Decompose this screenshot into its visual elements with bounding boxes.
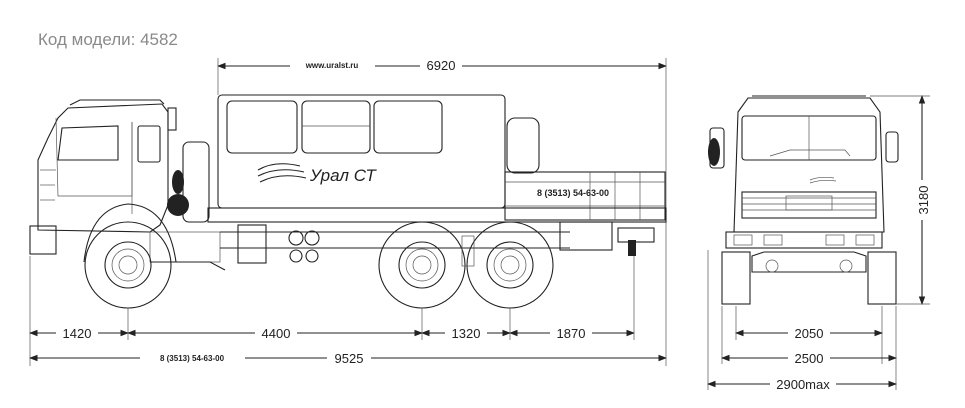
website-label: www.uralst.ru bbox=[305, 61, 359, 70]
dim-3180-label: 3180 bbox=[916, 186, 931, 215]
dim-1320-label: 1320 bbox=[452, 326, 481, 341]
crew-body: Урал СТ bbox=[217, 94, 540, 209]
body-phone-label: 8 (3513) 54-63-00 bbox=[537, 188, 609, 198]
rear-wheel-2 bbox=[461, 221, 554, 309]
dim-9525-label: 9525 bbox=[335, 351, 364, 366]
cargo-platform: 8 (3513) 54-63-00 bbox=[504, 171, 666, 221]
dim-6920-label: 6920 bbox=[427, 58, 456, 73]
dim-line-segments: 1420 4400 1320 1870 bbox=[28, 256, 636, 341]
side-view: www.uralst.ru 6920 bbox=[28, 58, 668, 366]
dim-line-track: 2050 bbox=[734, 325, 884, 341]
front-view: 3180 2050 2500 2900max bbox=[706, 94, 931, 392]
dim-line-max-width: 2900max bbox=[706, 376, 898, 392]
dim-2050-label: 2050 bbox=[795, 326, 824, 341]
chassis bbox=[150, 207, 667, 271]
dim-1870-label: 1870 bbox=[557, 326, 586, 341]
brand-logo-text: Урал СТ bbox=[309, 166, 377, 185]
model-code-title: Код модели: 4582 bbox=[38, 30, 178, 49]
truck-cab bbox=[29, 99, 221, 263]
rear-wheel-1 bbox=[378, 221, 466, 309]
dim-line-overall-length: 8 (3513) 54-63-00 9525 bbox=[28, 300, 668, 366]
dim-line-overall-body: www.uralst.ru 6920 bbox=[216, 58, 668, 300]
bottom-phone-label: 8 (3513) 54-63-00 bbox=[160, 354, 225, 363]
dim-4400-label: 4400 bbox=[262, 326, 291, 341]
dim-2500-label: 2500 bbox=[795, 351, 824, 366]
dim-line-body-width: 2500 bbox=[720, 350, 898, 366]
dim-line-height: 3180 bbox=[870, 94, 931, 306]
dim-1420-label: 1420 bbox=[63, 326, 92, 341]
dim-2900max-label: 2900max bbox=[776, 377, 830, 392]
